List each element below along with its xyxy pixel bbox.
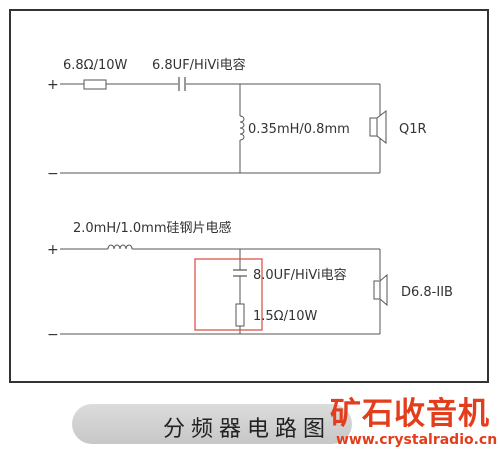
top-driver-label: Q1R bbox=[399, 122, 427, 137]
bottom-capacitor-symbol bbox=[233, 269, 247, 277]
bottom-minus-sign: − bbox=[47, 327, 59, 343]
bottom-driver-symbol bbox=[373, 273, 388, 307]
top-plus-sign: + bbox=[47, 77, 59, 93]
bottom-resistor-symbol bbox=[235, 303, 245, 327]
top-resistor-symbol bbox=[83, 79, 107, 90]
diagram-caption: 分频器电路图 bbox=[163, 417, 332, 442]
bottom-driver-label: D6.8-IIB bbox=[401, 285, 453, 300]
bottom-inductor-label: 2.0mH/1.0mm硅钢片电感 bbox=[73, 220, 232, 236]
watermark-url: www.crystalradio.cn bbox=[336, 432, 498, 448]
bottom-resistor-label: 1.5Ω/10W bbox=[253, 309, 318, 324]
top-inductor-symbol bbox=[239, 115, 245, 141]
top-minus-sign: − bbox=[47, 166, 59, 182]
bottom-inductor-symbol bbox=[107, 244, 133, 250]
bottom-plus-sign: + bbox=[47, 242, 59, 258]
caption-bar bbox=[72, 404, 352, 444]
watermark-title: 矿石收音机 bbox=[330, 396, 490, 432]
top-driver-symbol bbox=[369, 109, 387, 145]
top-capacitor-label: 6.8UF/HiVi电容 bbox=[152, 57, 246, 73]
rc-highlight-box bbox=[194, 258, 263, 331]
top-resistor-label: 6.8Ω/10W bbox=[63, 58, 128, 73]
top-inductor-label: 0.35mH/0.8mm bbox=[248, 122, 350, 137]
top-capacitor-symbol bbox=[178, 77, 186, 91]
bottom-capacitor-label: 8.0UF/HiVi电容 bbox=[253, 267, 347, 283]
diagram-frame bbox=[9, 9, 489, 383]
